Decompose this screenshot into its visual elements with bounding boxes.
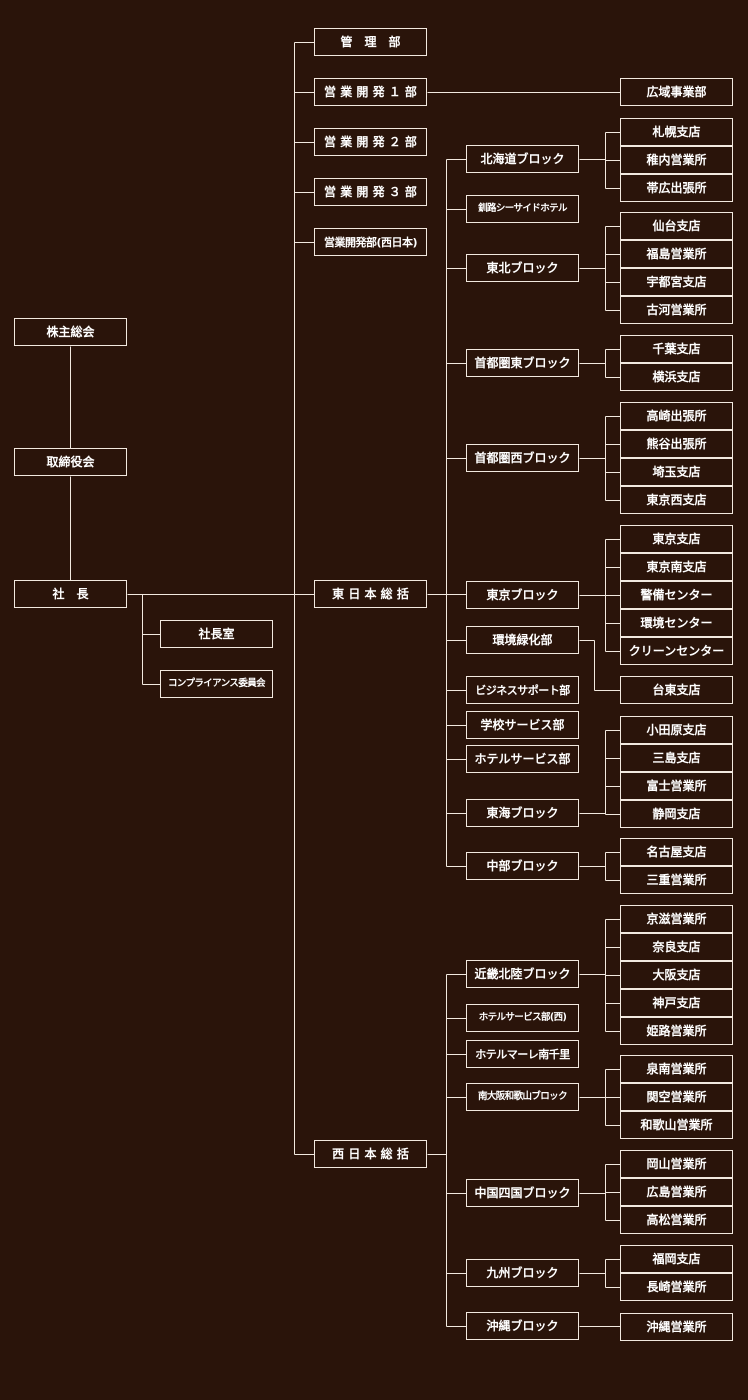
sales-dev-west: 営業開発部(西日本) bbox=[314, 228, 427, 256]
okinawa-block: 沖縄ブロック bbox=[466, 1312, 579, 1340]
branch-nagasaki: 長崎営業所 bbox=[620, 1273, 733, 1301]
branch-fuji: 富士営業所 bbox=[620, 772, 733, 800]
branch-tokyo-west: 東京西支店 bbox=[620, 486, 733, 514]
hokkaido-block: 北海道ブロック bbox=[466, 145, 579, 173]
kushiro-hotel: 釧路シーサイドホテル bbox=[466, 195, 579, 223]
hotel-mare: ホテルマーレ南千里 bbox=[466, 1040, 579, 1068]
admin-dept: 管 理 部 bbox=[314, 28, 427, 56]
branch-sennan: 泉南営業所 bbox=[620, 1055, 733, 1083]
branch-mie: 三重営業所 bbox=[620, 866, 733, 894]
branch-shizuoka: 静岡支店 bbox=[620, 800, 733, 828]
branch-kumagaya: 熊谷出張所 bbox=[620, 430, 733, 458]
president-office: 社長室 bbox=[160, 620, 273, 648]
chugoku-shikoku-block: 中国四国ブロック bbox=[466, 1179, 579, 1207]
wide-area-dept: 広域事業部 bbox=[620, 78, 733, 106]
chubu-block: 中部ブロック bbox=[466, 852, 579, 880]
sales-dev-1: 営 業 開 発 １ 部 bbox=[314, 78, 427, 106]
greening-dept: 環境緑化部 bbox=[466, 626, 579, 654]
shutoken-west-block: 首都圏西ブロック bbox=[466, 444, 579, 472]
branch-takasaki: 高崎出張所 bbox=[620, 402, 733, 430]
kinki-hokuriku-block: 近畿北陸ブロック bbox=[466, 960, 579, 988]
branch-nara: 奈良支店 bbox=[620, 933, 733, 961]
branch-okayama: 岡山営業所 bbox=[620, 1150, 733, 1178]
branch-sapporo: 札幌支店 bbox=[620, 118, 733, 146]
branch-takamatsu: 高松営業所 bbox=[620, 1206, 733, 1234]
branch-koga: 古河営業所 bbox=[620, 296, 733, 324]
tokai-block: 東海ブロック bbox=[466, 799, 579, 827]
shutoken-east-block: 首都圏東ブロック bbox=[466, 349, 579, 377]
branch-yokohama: 横浜支店 bbox=[620, 363, 733, 391]
branch-osaka: 大阪支店 bbox=[620, 961, 733, 989]
branch-nagoya: 名古屋支店 bbox=[620, 838, 733, 866]
branch-utsunomiya: 宇都宮支店 bbox=[620, 268, 733, 296]
branch-odawara: 小田原支店 bbox=[620, 716, 733, 744]
security-center: 警備センター bbox=[620, 581, 733, 609]
branch-tokyo: 東京支店 bbox=[620, 525, 733, 553]
branch-taito: 台東支店 bbox=[620, 676, 733, 704]
board-of-directors: 取締役会 bbox=[14, 448, 127, 476]
clean-center: クリーンセンター bbox=[620, 637, 733, 665]
branch-kobe: 神戸支店 bbox=[620, 989, 733, 1017]
kyushu-block: 九州ブロック bbox=[466, 1259, 579, 1287]
president: 社 長 bbox=[14, 580, 127, 608]
environment-center: 環境センター bbox=[620, 609, 733, 637]
branch-wakayama: 和歌山営業所 bbox=[620, 1111, 733, 1139]
branch-keiji: 京滋営業所 bbox=[620, 905, 733, 933]
business-support-dept: ビジネスサポート部 bbox=[466, 676, 579, 704]
east-japan-hq: 東 日 本 総 括 bbox=[314, 580, 427, 608]
branch-fukushima: 福島営業所 bbox=[620, 240, 733, 268]
branch-himeji: 姫路営業所 bbox=[620, 1017, 733, 1045]
branch-tokyo-south: 東京南支店 bbox=[620, 553, 733, 581]
school-service-dept: 学校サービス部 bbox=[466, 711, 579, 739]
tokyo-block: 東京ブロック bbox=[466, 581, 579, 609]
minami-osaka-block: 南大阪和歌山ブロック bbox=[466, 1083, 579, 1111]
branch-fukuoka: 福岡支店 bbox=[620, 1245, 733, 1273]
hotel-service-dept: ホテルサービス部 bbox=[466, 745, 579, 773]
compliance-committee: コンプライアンス委員会 bbox=[160, 670, 273, 698]
branch-okinawa: 沖縄営業所 bbox=[620, 1313, 733, 1341]
branch-saitama: 埼玉支店 bbox=[620, 458, 733, 486]
west-japan-hq: 西 日 本 総 括 bbox=[314, 1140, 427, 1168]
branch-obihiro: 帯広出張所 bbox=[620, 174, 733, 202]
tohoku-block: 東北ブロック bbox=[466, 254, 579, 282]
shareholders-meeting: 株主総会 bbox=[14, 318, 127, 346]
branch-hiroshima: 広島営業所 bbox=[620, 1178, 733, 1206]
branch-wakkanai: 稚内営業所 bbox=[620, 146, 733, 174]
branch-chiba: 千葉支店 bbox=[620, 335, 733, 363]
sales-dev-3: 営 業 開 発 ３ 部 bbox=[314, 178, 427, 206]
sales-dev-2: 営 業 開 発 ２ 部 bbox=[314, 128, 427, 156]
branch-sendai: 仙台支店 bbox=[620, 212, 733, 240]
hotel-service-west: ホテルサービス部(西) bbox=[466, 1004, 579, 1032]
branch-kanku: 関空営業所 bbox=[620, 1083, 733, 1111]
branch-mishima: 三島支店 bbox=[620, 744, 733, 772]
